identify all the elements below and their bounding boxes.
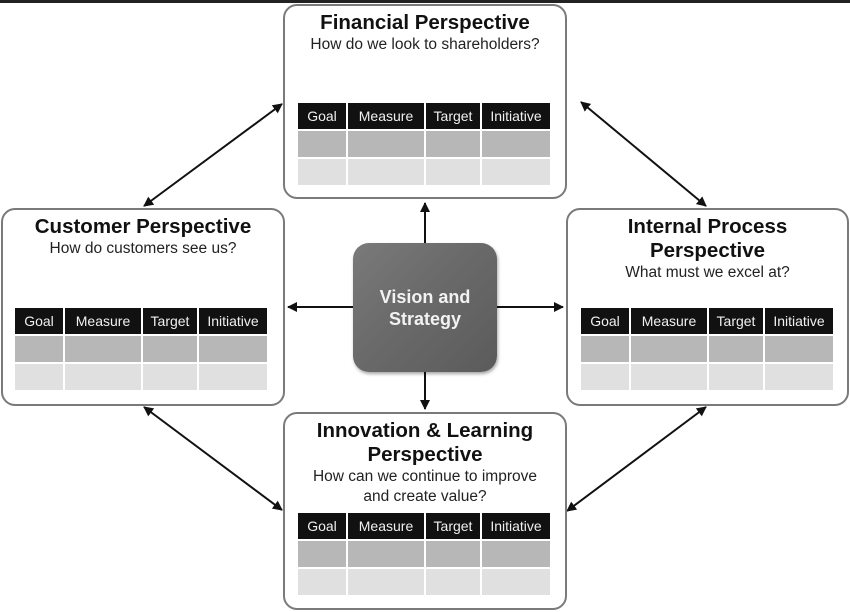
- innovation-title-line1: Innovation & Learning: [316, 419, 534, 442]
- table-cell: [482, 131, 550, 157]
- financial-table: Goal Measure Target Initiative: [298, 103, 550, 185]
- table-cell: [426, 159, 480, 185]
- financial-title: Financial Perspective: [320, 11, 530, 34]
- table-cell: [15, 336, 63, 362]
- table-cell: [143, 364, 197, 390]
- table-cell: [65, 336, 141, 362]
- innovation-question-line1: How can we continue to improve: [312, 468, 537, 485]
- vision-label-line1: Vision and: [379, 286, 471, 307]
- table-cell: [298, 159, 346, 185]
- customer-table: Goal Measure Target Initiative: [15, 308, 267, 390]
- innovation-table: Goal Measure Target Initiative: [298, 513, 550, 595]
- arrow-financial-internal: [580, 101, 707, 207]
- header-target: Target: [426, 513, 480, 539]
- innovation-question-line2: and create value?: [363, 488, 487, 505]
- table-cell: [709, 336, 763, 362]
- table-cell: [426, 541, 480, 567]
- top-border: [0, 0, 850, 3]
- header-measure: Measure: [631, 308, 707, 334]
- vision-label-line2: Strategy: [388, 308, 462, 329]
- table-cell: [581, 364, 629, 390]
- financial-perspective-box: Financial Perspective How do we look to …: [283, 4, 567, 199]
- header-initiative: Initiative: [765, 308, 833, 334]
- header-measure: Measure: [65, 308, 141, 334]
- header-target: Target: [709, 308, 763, 334]
- table-cell: [426, 569, 480, 595]
- header-goal: Goal: [298, 513, 346, 539]
- table-cell: [631, 364, 707, 390]
- table-cell: [199, 336, 267, 362]
- header-measure: Measure: [348, 513, 424, 539]
- header-target: Target: [426, 103, 480, 129]
- arrow-customer-innovation: [143, 406, 283, 511]
- innovation-title-line2: Perspective: [367, 443, 483, 466]
- table-cell: [298, 131, 346, 157]
- header-goal: Goal: [15, 308, 63, 334]
- vision-strategy-box: Vision and Strategy: [353, 243, 497, 372]
- table-cell: [298, 569, 346, 595]
- table-cell: [298, 541, 346, 567]
- arrow-financial-customer: [143, 103, 283, 207]
- table-cell: [65, 364, 141, 390]
- table-cell: [482, 541, 550, 567]
- arrow-internal-innovation: [566, 406, 707, 512]
- table-cell: [348, 159, 424, 185]
- internal-title-line1: Internal Process: [627, 215, 788, 238]
- table-cell: [482, 159, 550, 185]
- header-goal: Goal: [298, 103, 346, 129]
- table-cell: [143, 336, 197, 362]
- table-cell: [765, 364, 833, 390]
- internal-title-line2: Perspective: [649, 239, 766, 262]
- header-measure: Measure: [348, 103, 424, 129]
- customer-perspective-box: Customer Perspective How do customers se…: [1, 208, 285, 406]
- table-cell: [765, 336, 833, 362]
- table-cell: [348, 131, 424, 157]
- internal-table: Goal Measure Target Initiative: [581, 308, 833, 390]
- header-initiative: Initiative: [482, 513, 550, 539]
- table-cell: [199, 364, 267, 390]
- table-cell: [631, 336, 707, 362]
- table-cell: [348, 569, 424, 595]
- customer-title: Customer Perspective: [34, 215, 252, 238]
- table-cell: [15, 364, 63, 390]
- internal-question: What must we excel at?: [625, 264, 790, 281]
- header-initiative: Initiative: [199, 308, 267, 334]
- innovation-learning-perspective-box: Innovation & Learning Perspective How ca…: [283, 412, 567, 610]
- table-cell: [426, 131, 480, 157]
- header-target: Target: [143, 308, 197, 334]
- table-cell: [581, 336, 629, 362]
- financial-question: How do we look to shareholders?: [310, 36, 540, 53]
- table-cell: [348, 541, 424, 567]
- internal-process-perspective-box: Internal Process Perspective What must w…: [566, 208, 849, 406]
- table-cell: [709, 364, 763, 390]
- table-cell: [482, 569, 550, 595]
- header-goal: Goal: [581, 308, 629, 334]
- customer-question: How do customers see us?: [49, 240, 237, 257]
- header-initiative: Initiative: [482, 103, 550, 129]
